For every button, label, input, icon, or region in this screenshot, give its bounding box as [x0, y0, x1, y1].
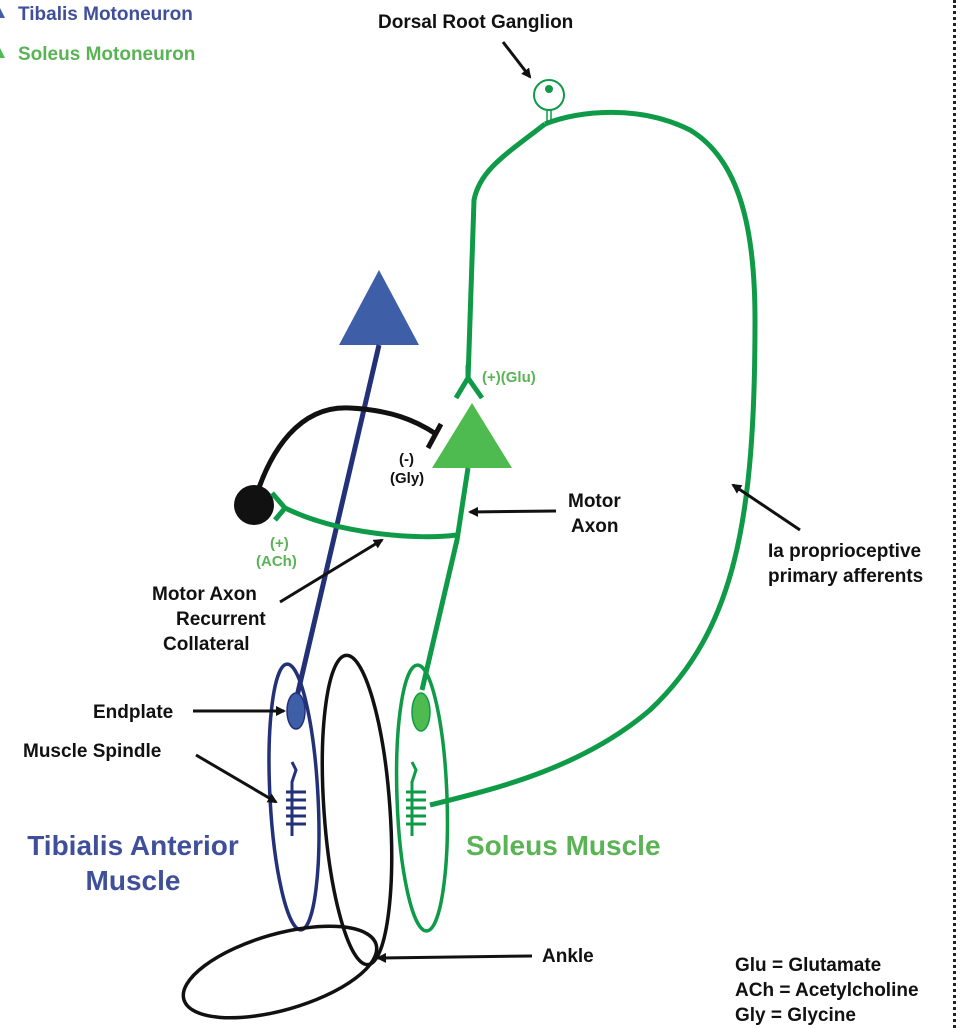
- recurrent-label-line2: Recurrent: [176, 609, 266, 630]
- tibialis-anterior-muscle-label-line2: Muscle: [86, 865, 181, 896]
- abbreviation-ach: ACh = Acetylcholine: [735, 980, 919, 1001]
- dotted-divider: [953, 0, 956, 1028]
- tibialis-endplate: [287, 693, 305, 729]
- recurrent-collateral-fiber: [285, 508, 457, 537]
- tibialis-anterior-muscle-label-line1: Tibialis Anterior: [27, 830, 239, 861]
- soleus-muscle-label: Soleus Muscle: [466, 830, 661, 861]
- tibialis-motoneuron-triangle: [339, 270, 419, 345]
- legend-tibialis-label: Tibalis Motoneuron: [18, 4, 193, 25]
- dorsal-root-ganglion-arrow: [503, 42, 530, 77]
- ach-sign-label: (+): [270, 535, 289, 552]
- ach-name-label: (ACh): [256, 553, 297, 570]
- dorsal-root-ganglion-label: Dorsal Root Ganglion: [378, 12, 573, 33]
- middle-bone-outline: [313, 653, 400, 967]
- motor-axon-label-line2: Axon: [571, 516, 619, 537]
- soleus-muscle-spindle: [406, 762, 426, 836]
- soleus-endplate: [412, 693, 430, 731]
- legend-soleus-triangle-icon: [0, 48, 5, 58]
- recurrent-collateral-synapse: [272, 493, 285, 520]
- muscle-spindle-label: Muscle Spindle: [23, 741, 161, 762]
- ia-afferent-label-line2: primary afferents: [768, 566, 923, 587]
- renshaw-cell: [234, 485, 274, 525]
- legend-tibialis-triangle-icon: [0, 8, 5, 18]
- ankle-label: Ankle: [542, 946, 594, 967]
- abbreviation-glu: Glu = Glutamate: [735, 955, 881, 976]
- glu-synapse-label: (+)(Glu): [482, 369, 536, 386]
- legend-soleus-label: Soleus Motoneuron: [18, 44, 195, 65]
- recurrent-label-line1: Motor Axon: [152, 584, 257, 605]
- motor-axon-arrow: [470, 511, 556, 512]
- abbreviation-gly: Gly = Glycine: [735, 1005, 856, 1026]
- ankle-arrow: [378, 956, 532, 958]
- recurrent-label-line3: Collateral: [163, 634, 250, 655]
- ia-afferent-label-line1: Ia proprioceptive: [768, 541, 921, 562]
- gly-sign-label: (-): [399, 451, 414, 468]
- ia-afferent-fiber: [468, 124, 545, 380]
- ia-afferent-synapse-fork: [456, 365, 482, 398]
- tibialis-muscle-spindle: [286, 762, 306, 836]
- dorsal-root-ganglion-cell: [534, 80, 564, 110]
- gly-name-label: (Gly): [390, 470, 424, 487]
- soleus-motoneuron-triangle: [432, 403, 512, 468]
- soleus-motor-axon: [422, 468, 468, 690]
- ankle-foot-outline: [173, 908, 386, 1028]
- dorsal-root-ganglion-nucleus: [545, 85, 553, 93]
- muscle-spindle-arrow: [196, 755, 276, 802]
- motor-axon-label-line1: Motor: [568, 491, 621, 512]
- endplate-label: Endplate: [93, 702, 173, 723]
